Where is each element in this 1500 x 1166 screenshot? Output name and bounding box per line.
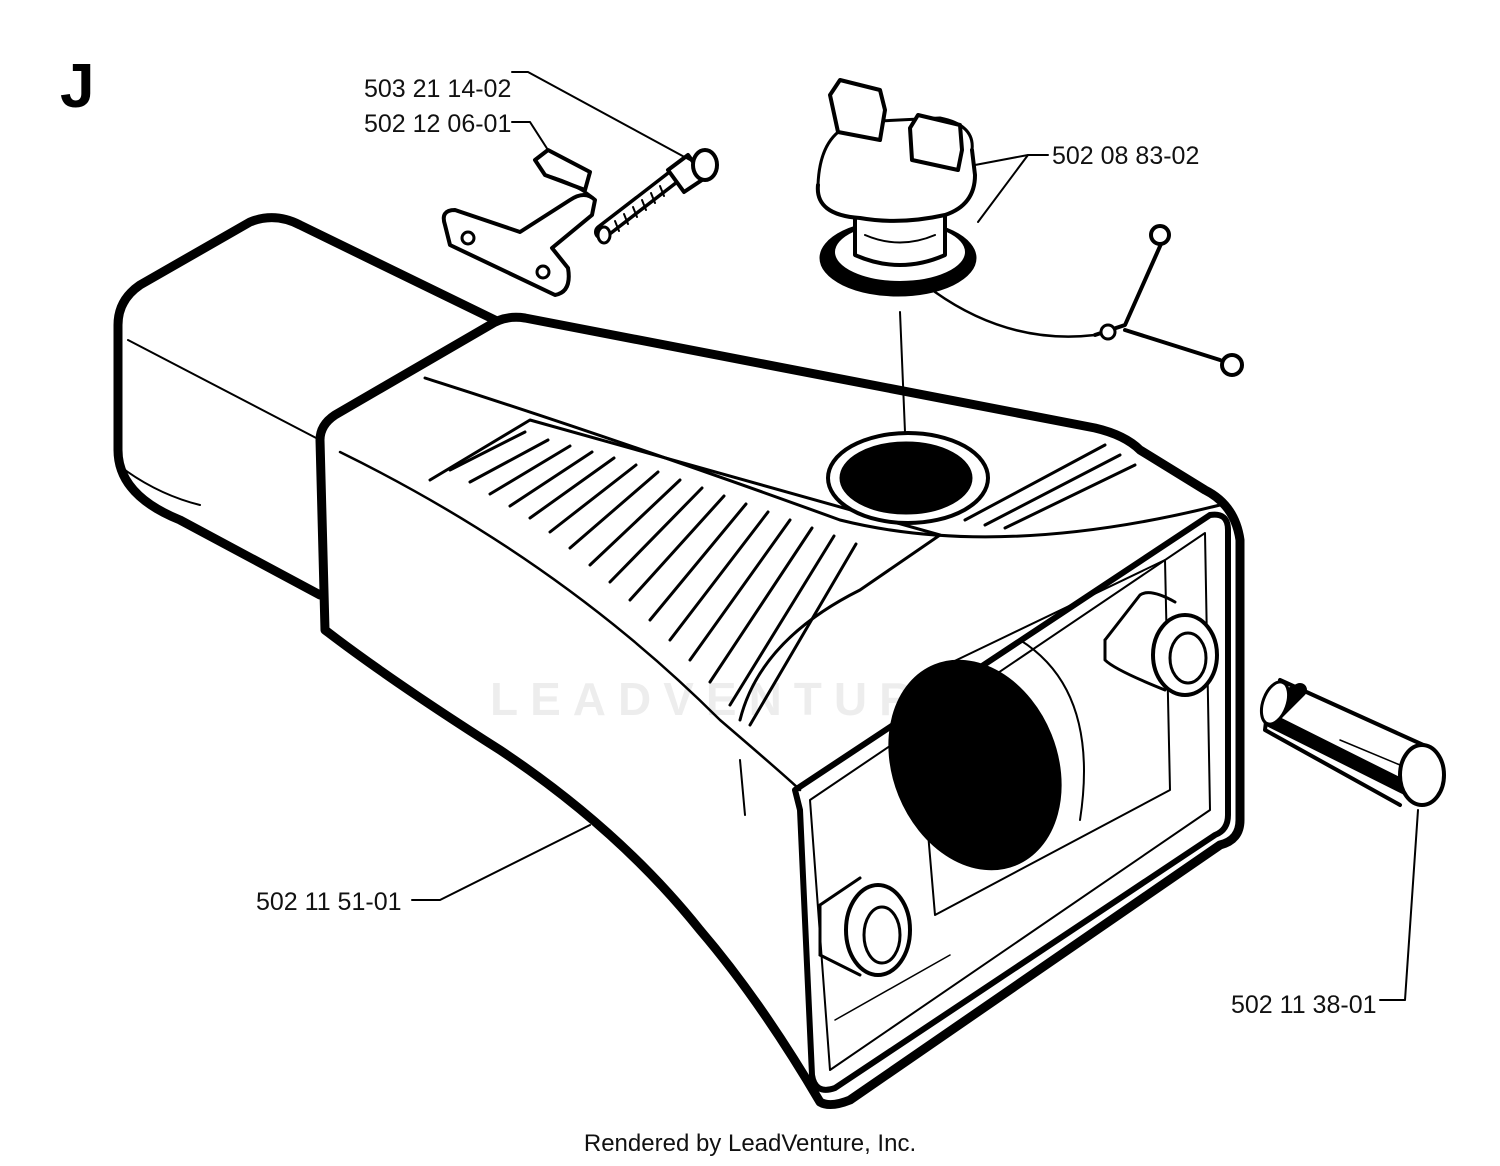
label-fuel-cap: 502 08 83-02 <box>1052 142 1199 170</box>
label-bolt: 503 21 14-02 <box>364 75 511 103</box>
section-letter: J <box>60 52 95 121</box>
watermark: LEADVENTURE <box>490 673 968 725</box>
leader-lines <box>411 71 1419 1001</box>
bracket <box>441 148 597 297</box>
fuel-tank-rear-neck <box>113 213 500 600</box>
fuel-filter <box>1259 678 1446 807</box>
fuel-tank-body <box>315 312 1245 1110</box>
fuel-cap <box>815 78 1244 377</box>
label-fuel-tank: 502 11 51-01 <box>256 888 402 916</box>
fuel-tank-filler-neck <box>826 311 990 525</box>
label-fuel-filter: 502 11 38-01 <box>1231 991 1377 1019</box>
label-bracket: 502 12 06-01 <box>364 110 511 138</box>
footer-credit: Rendered by LeadVenture, Inc. <box>583 1130 917 1157</box>
bolt <box>594 148 719 245</box>
fuel-tank-ribs <box>428 418 1137 727</box>
